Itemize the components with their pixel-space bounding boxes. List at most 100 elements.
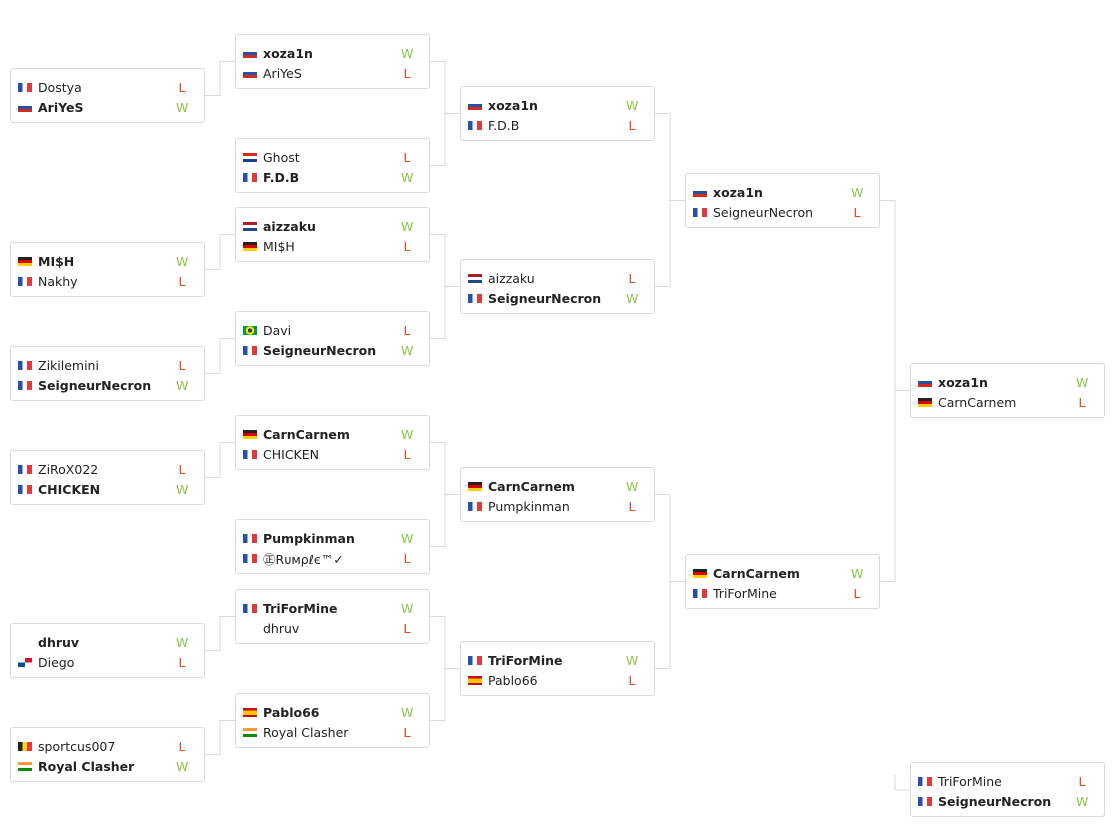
player-name: xoza1n bbox=[263, 45, 313, 61]
player-name: xoza1n bbox=[938, 374, 988, 390]
flag-fr-icon bbox=[18, 276, 32, 286]
flag-fr-icon bbox=[693, 207, 707, 217]
player-row[interactable]: xoza1n W bbox=[911, 372, 1104, 392]
player-name: SeigneurNecron bbox=[713, 204, 814, 220]
connector-line bbox=[205, 338, 235, 374]
flag-nl-icon bbox=[243, 221, 257, 231]
player-name: Nakhy bbox=[38, 273, 78, 289]
flag-fr-icon bbox=[18, 464, 32, 474]
player-name: Ghost bbox=[263, 149, 300, 165]
flag-pa-icon bbox=[18, 657, 32, 667]
player-name: TriForMine bbox=[938, 773, 1002, 789]
result-badge: W bbox=[626, 478, 639, 494]
flag-fr-icon bbox=[18, 484, 32, 494]
connector-line bbox=[205, 61, 235, 96]
result-badge: W bbox=[1076, 374, 1089, 390]
player-name: xoza1n bbox=[713, 184, 763, 200]
flag-es-icon bbox=[243, 707, 257, 717]
result-badge: W bbox=[1076, 793, 1089, 809]
player-name: CarnCarnem bbox=[713, 565, 800, 581]
player-row[interactable]: ㊣Rᴜмρℓє™✓L bbox=[236, 548, 429, 568]
flag-none-icon bbox=[243, 624, 257, 633]
result-badge: W bbox=[401, 218, 414, 234]
flag-fr-icon bbox=[243, 533, 257, 543]
flag-es-icon bbox=[468, 675, 482, 685]
connector-line bbox=[430, 234, 460, 339]
result-badge: W bbox=[401, 169, 414, 185]
player-name: CHICKEN bbox=[38, 481, 101, 497]
player-name: Diego bbox=[38, 654, 75, 670]
flag-fr-icon bbox=[18, 380, 32, 390]
result-badge: W bbox=[401, 530, 414, 546]
result-badge: W bbox=[176, 758, 189, 774]
player-name: Zikilemini bbox=[38, 357, 99, 373]
flag-fr-icon bbox=[918, 776, 932, 786]
